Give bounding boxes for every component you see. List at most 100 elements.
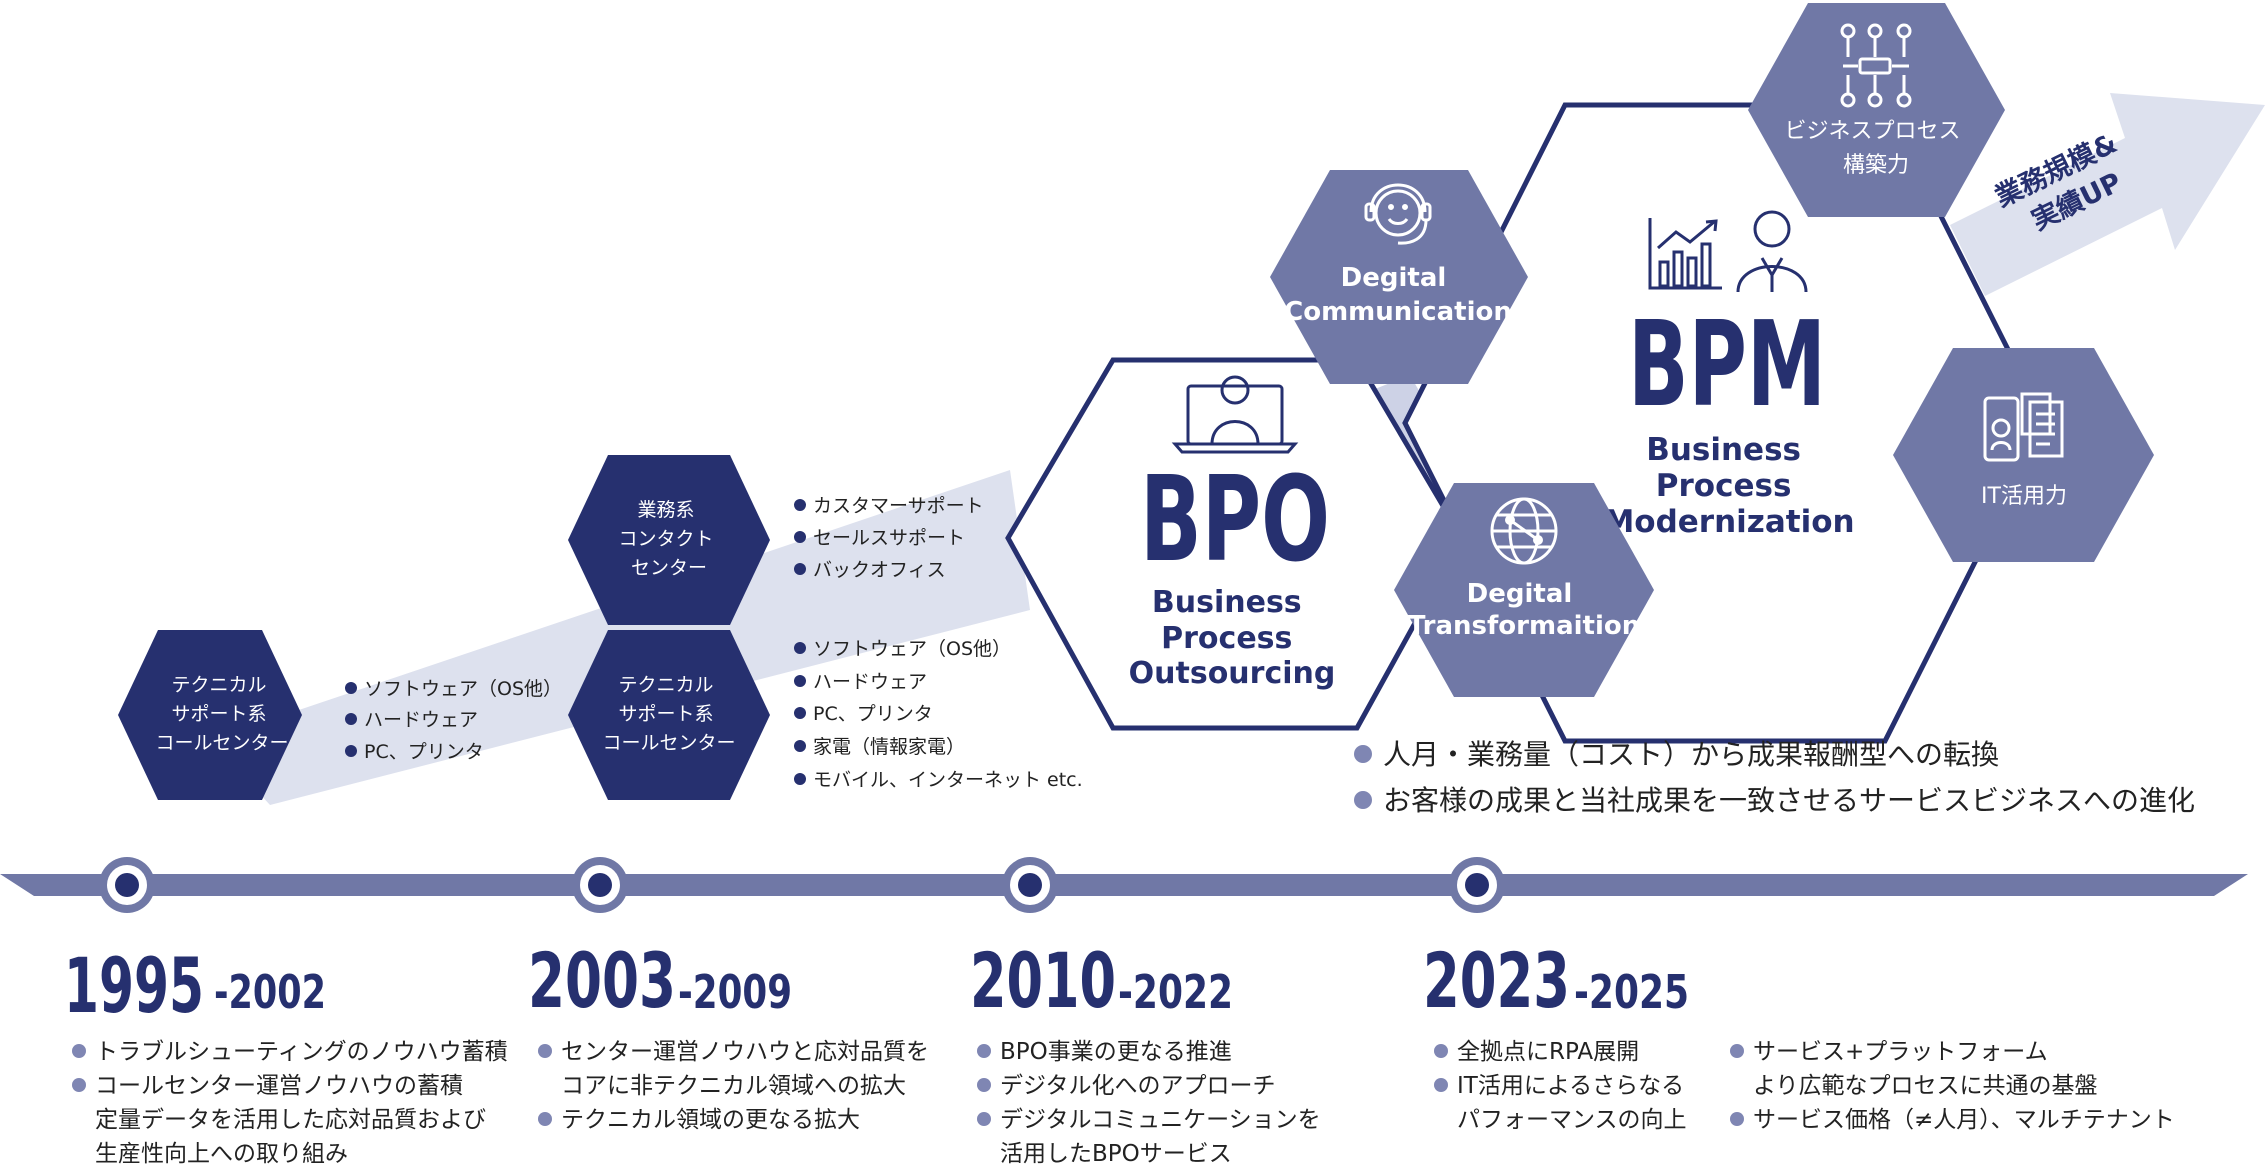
year-end: -2009 [678, 965, 792, 1019]
timeline-dot-2010 [1002, 857, 1058, 913]
hex-business-process: ビジネスプロセス 構築力 [1748, 3, 2005, 217]
year-end: -2022 [1118, 965, 1233, 1019]
globe-network-icon [1490, 497, 1558, 565]
hex-line: ビジネスプロセス [1784, 119, 1960, 144]
bullet-item: サービス+プラットフォーム [1753, 1039, 2048, 1065]
bpo-line: Process [1161, 621, 1292, 656]
timeline-dot-1995 [99, 857, 155, 913]
hex-it: IT活用力 [1893, 348, 2154, 562]
svg-text:Business Process O: Business Process Outsourcing [1129, 585, 1336, 691]
mobile-documents-icon [1983, 392, 2064, 462]
bullet-item: 定量データを活用した応対品質および [95, 1107, 486, 1133]
hex-line: Degital [1467, 579, 1573, 609]
hex-line: Degital [1341, 263, 1447, 293]
bullets-period-1995: トラブルシューティングのノウハウ蓄積 コールセンター運営ノウハウの蓄積 定量デー… [72, 1039, 508, 1167]
bullet-item: 家電（情報家電） [813, 736, 965, 758]
bullet-item: BPO事業の更なる推進 [1000, 1039, 1232, 1065]
year-start: 2023 [1423, 936, 1570, 1025]
hex-line: テクニカル [618, 674, 713, 696]
hex-line: サポート系 [618, 703, 713, 725]
hex-line: IT活用力 [1981, 484, 2067, 509]
bpo-line: Business [1152, 585, 1302, 620]
bullet-item: 活用したBPOサービス [1000, 1141, 1232, 1167]
hex-line: コールセンター [602, 732, 735, 754]
period-2010: 2010 -2022 [970, 936, 1233, 1025]
bullet-item: 生産性向上への取り組み [95, 1141, 348, 1167]
bullet-item: IT活用によるさらなる [1457, 1073, 1684, 1099]
timeline-dot-2023 [1449, 857, 1505, 913]
timeline-dot-2003 [572, 857, 628, 913]
bullet-item: より広範なプロセスに共通の基盤 [1753, 1073, 2098, 1099]
bullet-item: サービス価格（≠人月）、マルチテナント [1753, 1107, 2175, 1133]
bullet-item: PC、プリンタ [364, 741, 484, 763]
hex-contact-center: 業務系 コンタクト センター [568, 455, 770, 625]
hex-tech-support-2003: テクニカル サポート系 コールセンター [568, 630, 770, 800]
hex-digital-transformation: Degital Transformaition [1394, 483, 1654, 697]
bullets-contact: カスタマーサポート セールスサポート バックオフィス [794, 495, 984, 581]
svg-text:テクニカル サポート系 コールセンタ: テクニカル サポート系 コールセンター [155, 674, 288, 754]
year-end: -2025 [1574, 965, 1689, 1019]
svg-text:テクニカル サポート系 コールセンタ: テクニカル サポート系 コールセンター [602, 674, 735, 754]
bpm-title: BPM [1628, 295, 1826, 433]
bullet-item: コアに非テクニカル領域への拡大 [561, 1073, 906, 1099]
bullets-period-2023: 全拠点にRPA展開 IT活用によるさらなる パフォーマンスの向上 [1434, 1039, 1687, 1133]
period-2023: 2023 -2025 [1423, 936, 1689, 1025]
bullets-tech-2003: ソフトウェア（OS他） ハードウェア PC、プリンタ 家電（情報家電） モバイル… [794, 638, 1083, 791]
bullet-item: セールスサポート [813, 527, 965, 549]
bpo-title: BPO [1140, 450, 1330, 588]
key-point: お客様の成果と当社成果を一致させるサービスビジネスへの進化 [1383, 784, 2195, 817]
bullet-item: ハードウェア [364, 709, 478, 731]
chart-businessman-icon [1648, 210, 1808, 293]
svg-text:Business Process M: Business Process Modernization [1603, 432, 1854, 540]
bullets-period-2003: センター運営ノウハウと応対品質を コアに非テクニカル領域への拡大 テクニカル領域… [538, 1039, 929, 1133]
key-points: 人月・業務量（コスト）から成果報酬型への転換 お客様の成果と当社成果を一致させる… [1354, 738, 2195, 817]
year-start: 1995 [64, 941, 204, 1030]
bpm-line: Modernization [1603, 504, 1854, 540]
key-point: 人月・業務量（コスト）から成果報酬型への転換 [1383, 738, 1999, 771]
year-start: 2010 [970, 936, 1116, 1025]
hex-line: テクニカル [171, 674, 266, 696]
bullet-item: ソフトウェア（OS他） [813, 638, 1011, 660]
hex-digital-communication: Degital Communication [1270, 170, 1528, 384]
bullet-item: センター運営ノウハウと応対品質を [561, 1039, 929, 1065]
period-2003: 2003 -2009 [528, 936, 792, 1025]
bpm-line: Business [1646, 432, 1801, 468]
hex-tech-support-1995: テクニカル サポート系 コールセンター [118, 630, 302, 800]
hex-line: Communication [1284, 297, 1512, 327]
year-start: 2003 [528, 936, 676, 1025]
bpo-line: Outsourcing [1129, 656, 1336, 691]
bullet-item: デジタル化へのアプローチ [1000, 1073, 1276, 1099]
hex-line: Transformaition [1408, 611, 1641, 641]
bullet-item: ハードウェア [813, 671, 927, 693]
bullet-item: モバイル、インターネット etc. [813, 769, 1083, 791]
process-flow-icon [1840, 23, 1912, 108]
svg-text:ビジネスプロセス 構築力: ビジネスプロセス 構築力 [1784, 119, 1967, 178]
hex-line: コンタクト [618, 528, 713, 550]
bullet-item: 全拠点にRPA展開 [1457, 1039, 1639, 1065]
hex-bpo: BPO Business Process Outsourcing [1005, 357, 1465, 731]
hex-line: コールセンター [155, 732, 288, 754]
svg-text:業務系 コンタクト センター: 業務系 コンタクト センター [618, 499, 719, 579]
bullet-item: デジタルコミュニケーションを [1000, 1107, 1321, 1133]
headset-smile-icon [1364, 183, 1432, 245]
bullet-item: カスタマーサポート [813, 495, 984, 517]
bullet-item: トラブルシューティングのノウハウ蓄積 [95, 1039, 508, 1065]
bullets-1995: ソフトウェア（OS他） ハードウェア PC、プリンタ [345, 678, 562, 763]
svg-text:Degital Transformaition: Degital Transformaition [1408, 579, 1641, 641]
svg-text:Degital Communication: Degital Communication [1284, 263, 1512, 327]
bullet-item: バックオフィス [813, 559, 946, 581]
hex-line: 業務系 [637, 499, 694, 521]
bullet-item: コールセンター運営ノウハウの蓄積 [95, 1073, 463, 1099]
bullet-item: PC、プリンタ [813, 703, 933, 725]
bullets-period-2023-col2: サービス+プラットフォーム より広範なプロセスに共通の基盤 サービス価格（≠人月… [1730, 1039, 2175, 1133]
bullet-item: パフォーマンスの向上 [1457, 1107, 1687, 1133]
year-end: -2002 [214, 965, 326, 1019]
bullets-period-2010: BPO事業の更なる推進 デジタル化へのアプローチ デジタルコミュニケーションを … [977, 1039, 1321, 1167]
bpm-line: Process [1656, 468, 1792, 504]
laptop-user-icon [1171, 375, 1299, 454]
bullet-item: ソフトウェア（OS他） [364, 678, 562, 700]
hex-line: センター [631, 557, 707, 579]
hex-line: 構築力 [1843, 153, 1909, 178]
timeline-bar [0, 857, 2248, 913]
